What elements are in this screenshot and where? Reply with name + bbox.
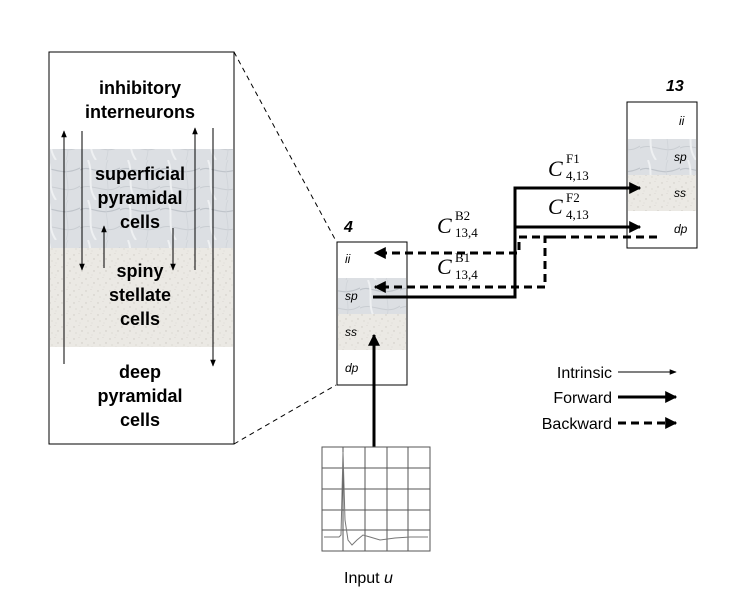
legend-intrinsic-label: Intrinsic [557,365,612,382]
backward-connection-b1 [373,235,560,293]
svg-text:B1: B1 [455,250,470,265]
legend: Intrinsic Forward Backward [542,365,678,433]
svg-text:B2: B2 [455,208,470,223]
svg-text:C: C [437,254,452,279]
label-inhibitory-line1: inhibitory [99,78,181,98]
label-inhibitory-line2: interneurons [85,102,195,122]
input-signal-plot [321,446,431,552]
label-superficial-line1: superficial [95,164,185,184]
region-13-layer-dp: dp [674,222,688,236]
svg-text:F1: F1 [566,151,580,166]
svg-text:4,13: 4,13 [566,168,589,183]
region-13-sp-texture [628,139,696,175]
svg-text:4,13: 4,13 [566,207,589,222]
label-spiny-line1: spiny [116,261,163,281]
svg-text:13,4: 13,4 [455,267,478,282]
region-13-layer-sp: sp [674,150,687,164]
region-13: 13 ii sp ss dp [626,78,698,249]
legend-forward-label: Forward [553,390,612,407]
forward-connection-f1 [373,182,642,299]
label-deep-line3: cells [120,410,160,430]
svg-text:C: C [548,194,563,219]
region-13-layer-ii: ii [679,114,685,128]
region-4-layer-ss: ss [345,325,357,339]
svg-text:F2: F2 [566,190,580,205]
backward-connection-b2 [373,235,657,259]
input-label: Input u [344,570,393,587]
label-spiny-line3: cells [120,309,160,329]
region-4-layer-dp: dp [345,361,359,375]
legend-backward-label: Backward [542,416,612,433]
region-4-number: 4 [343,219,353,236]
zoom-connector-bottom [233,384,337,445]
svg-text:C: C [437,213,452,238]
region-13-number: 13 [666,78,684,95]
label-c-f1: C F1 4,13 [548,151,589,183]
label-superficial-line3: cells [120,212,160,232]
region-13-layer-ss: ss [674,186,686,200]
zoom-connector-top [233,51,337,242]
region-4: 4 ii sp ss dp [336,219,408,386]
label-c-b2: C B2 13,4 [437,208,478,240]
label-c-b1: C B1 13,4 [437,250,478,282]
superficial-layer-texture [50,149,233,248]
label-spiny-line2: stellate [109,285,171,305]
input-plot-frame [321,446,431,552]
region-4-layer-ii: ii [345,252,351,266]
region-4-layer-sp: sp [345,289,358,303]
zoom-panel: inhibitory interneurons superficial pyra… [48,51,235,445]
svg-text:C: C [548,156,563,181]
label-superficial-line2: pyramidal [97,188,182,208]
label-deep-line2: pyramidal [97,386,182,406]
label-deep-line1: deep [119,362,161,382]
label-c-f2: C F2 4,13 [548,190,589,222]
svg-text:13,4: 13,4 [455,225,478,240]
input-signal-trace [324,451,428,546]
